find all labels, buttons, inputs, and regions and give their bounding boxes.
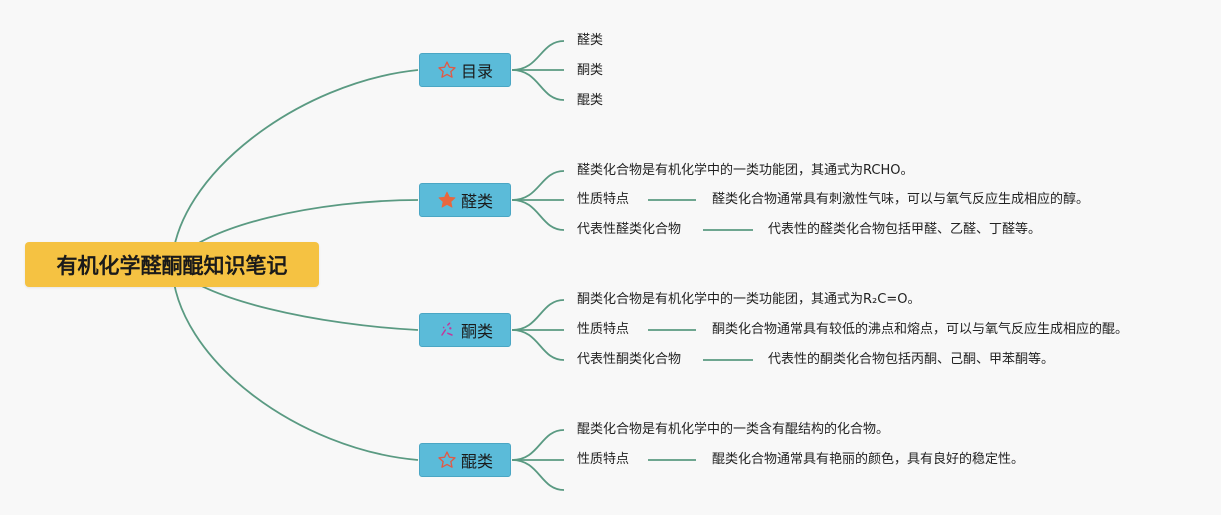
connector-ket-1 [511,299,565,331]
ketone-representatives-detail[interactable]: 代表性的酮类化合物包括丙酮、己酮、甲苯酮等。 [768,352,1055,367]
branch-label: 醛类 [460,192,493,211]
branch-label: 目录 [460,62,493,81]
connector-qui-3 [511,459,565,491]
aldehyde-properties-detail[interactable]: 醛类化合物通常具有刺激性气味，可以与氧气反应生成相应的醇。 [712,192,1090,207]
branch-label: 酮类 [460,322,493,341]
ketone-properties[interactable]: 性质特点 [577,322,630,337]
toc-item-ketone[interactable]: 酮类 [577,63,604,78]
branch-quinone[interactable]: 醌类 [419,443,511,477]
quinone-properties[interactable]: 性质特点 [577,452,630,467]
root-title: 有机化学醛酮醌知识笔记 [56,253,288,278]
toc-item-aldehyde[interactable]: 醛类 [577,33,604,48]
root-topic[interactable]: 有机化学醛酮醌知识笔记 [25,242,319,287]
sparkle-icon [437,320,457,340]
connector-toc-1 [511,40,565,71]
branch-ketone[interactable]: 酮类 [419,313,511,347]
ketone-properties-detail[interactable]: 酮类化合物通常具有较低的沸点和熔点，可以与氧气反应生成相应的醌。 [712,322,1129,337]
branch-aldehyde[interactable]: 醛类 [419,183,511,217]
connector-toc-3 [511,69,565,101]
star-outline-icon [437,60,457,80]
aldehyde-representatives-detail[interactable]: 代表性的醛类化合物包括甲醛、乙醛、丁醛等。 [768,222,1042,237]
connector-qui-1 [511,429,565,461]
aldehyde-definition[interactable]: 醛类化合物是有机化学中的一类功能团，其通式为RCHO。 [577,163,914,178]
star-outline-icon [437,450,457,470]
quinone-properties-detail[interactable]: 醌类化合物通常具有艳丽的颜色，具有良好的稳定性。 [712,452,1025,467]
aldehyde-representatives[interactable]: 代表性醛类化合物 [577,222,682,237]
ketone-representatives[interactable]: 代表性酮类化合物 [577,352,682,367]
connector-ald-1 [511,170,565,201]
connector-ald-3 [511,199,565,231]
toc-item-quinone[interactable]: 醌类 [577,93,604,108]
quinone-definition[interactable]: 醌类化合物是有机化学中的一类含有醌结构的化合物。 [577,422,890,437]
aldehyde-properties[interactable]: 性质特点 [577,192,630,207]
connector-ket-3 [511,329,565,361]
star-filled-icon [437,190,457,210]
connector-root-quinone [171,264,419,461]
connector-root-toc [171,69,419,266]
ketone-definition[interactable]: 酮类化合物是有机化学中的一类功能团，其通式为R₂C=O。 [577,292,921,307]
branch-label: 醌类 [460,452,493,471]
branch-toc[interactable]: 目录 [419,53,511,87]
